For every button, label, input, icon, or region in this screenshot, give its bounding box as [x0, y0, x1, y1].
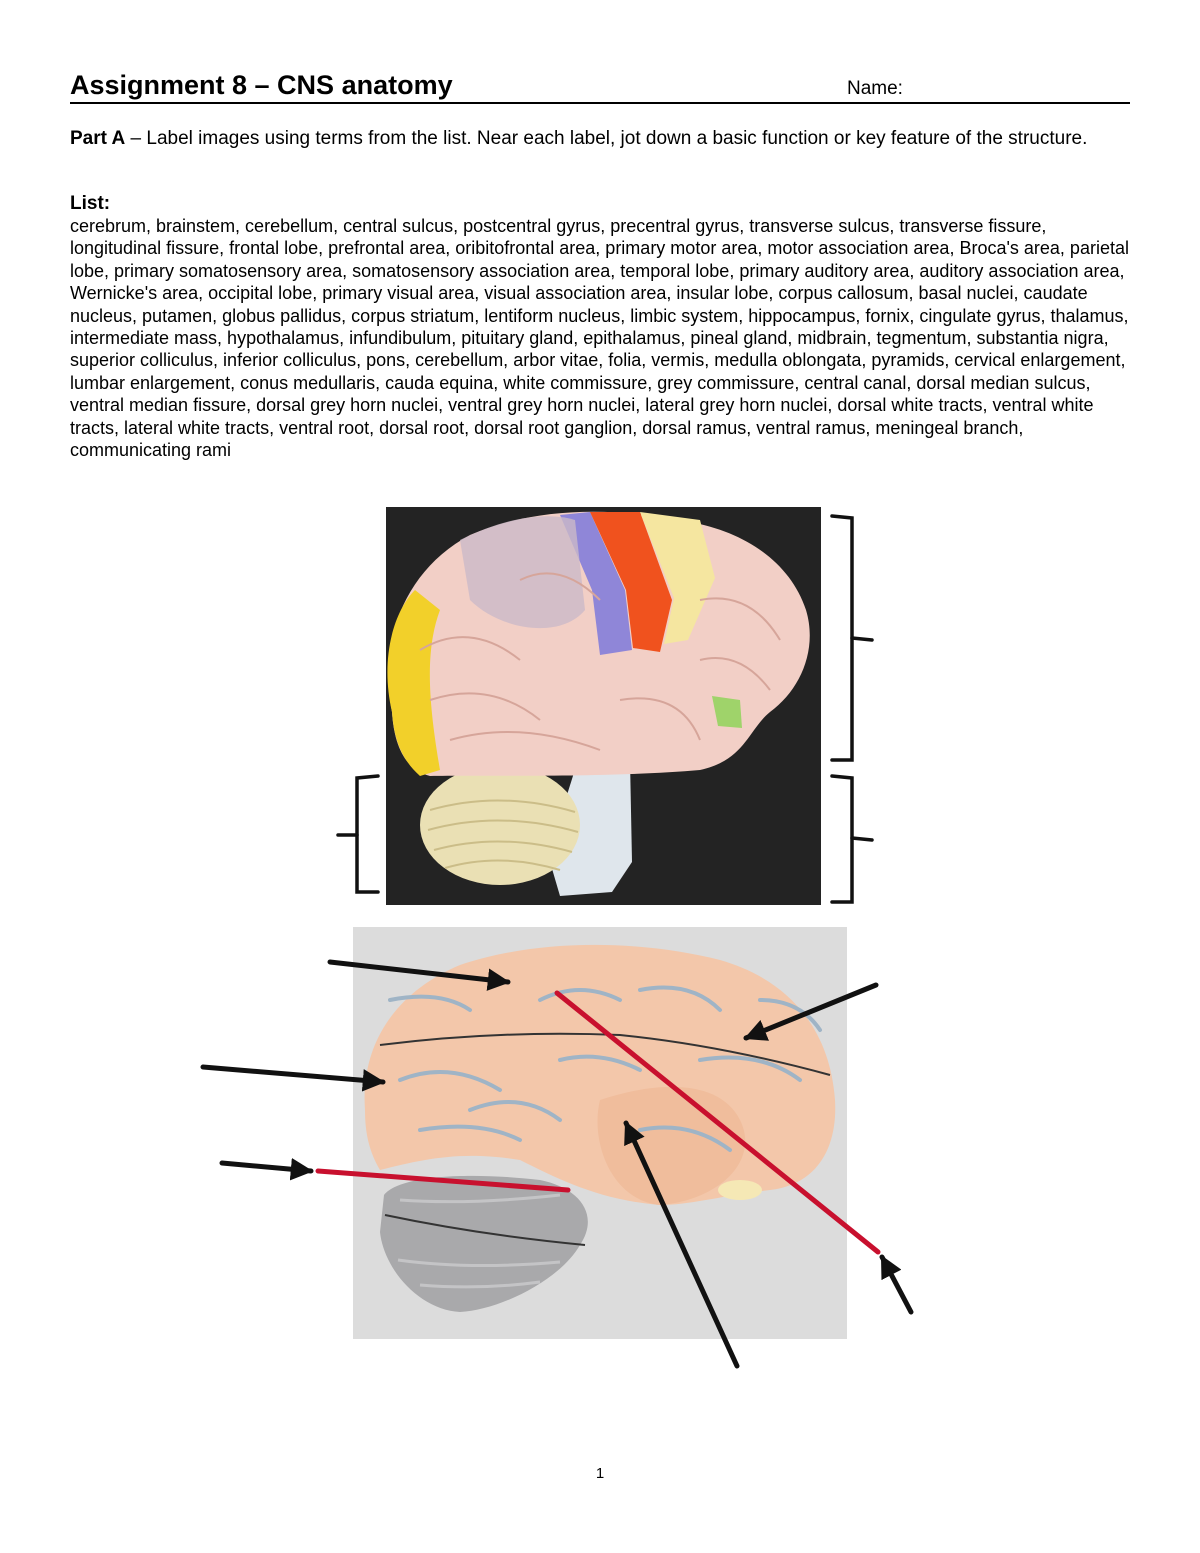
- term-list: cerebrum, brainstem, cerebellum, central…: [70, 216, 1129, 461]
- occipital-visual-band: [387, 590, 440, 776]
- label-arrow-5: [623, 1120, 740, 1369]
- bracket-cerebrum: [830, 514, 854, 762]
- bracket-brainstem: [830, 774, 854, 904]
- cerebellum-grey: [380, 1175, 588, 1312]
- title-divider: [70, 102, 1130, 104]
- name-label: Name:: [847, 78, 903, 99]
- label-arrow-2: [743, 982, 879, 1041]
- central-sulcus-guide-line: [554, 990, 881, 1255]
- label-arrow-4: [219, 1157, 314, 1181]
- cerebellum: [420, 765, 580, 885]
- label-arrow-1: [327, 959, 511, 991]
- label-arrow-3: [200, 1064, 386, 1092]
- brain-model-photo-regions: [386, 507, 821, 905]
- transverse-fissure-guide-line: [315, 1168, 571, 1193]
- bracket-cerebrum-tick: [850, 636, 874, 642]
- precentral-band: [590, 512, 672, 652]
- assignment-title: Assignment 8 – CNS anatomy: [70, 70, 453, 100]
- part-a-text: – Label images using terms from the list…: [125, 128, 1088, 149]
- bracket-cerebellum: [355, 774, 380, 894]
- label-arrows: [200, 959, 914, 1369]
- guide-lines: [315, 990, 881, 1255]
- parietal-shading: [460, 516, 585, 629]
- frontal-association-band: [640, 512, 715, 644]
- brain-model-photo-lobes: [353, 927, 847, 1339]
- part-a-label: Part A: [70, 128, 126, 149]
- broca-area-patch: [712, 696, 742, 728]
- bracket-brainstem-tick: [850, 836, 874, 842]
- list-heading: List:: [70, 193, 111, 214]
- spinal-cord: [548, 760, 632, 896]
- label-arrow-6: [879, 1254, 914, 1315]
- brackets-photo-1: [336, 514, 874, 904]
- part-a-instructions: Part A – Label images using terms from t…: [70, 126, 1135, 151]
- page-number: 1: [595, 1465, 605, 1482]
